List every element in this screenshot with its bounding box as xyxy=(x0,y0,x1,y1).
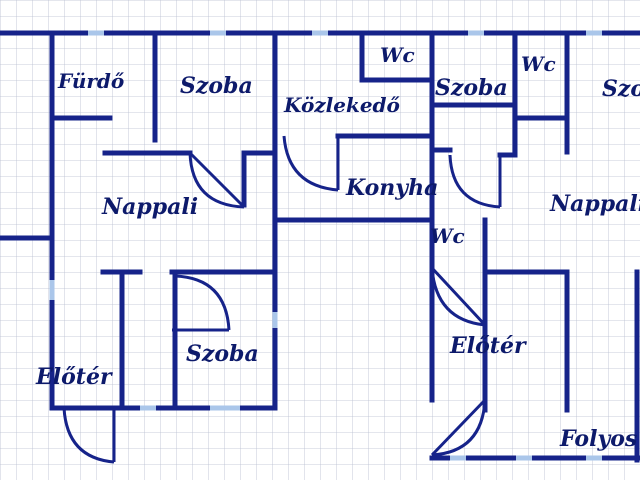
room-label-kozlekedo: Közlekedő xyxy=(283,93,401,117)
walls xyxy=(0,30,640,463)
room-label-nappali-left: Nappali xyxy=(101,194,198,220)
room-label-furdo: Fürdő xyxy=(57,69,125,93)
room-label-szoba-bottom: Szoba xyxy=(186,341,259,367)
room-label-szoba-top-left: Szoba xyxy=(180,73,253,99)
door-eloter-left xyxy=(62,407,116,464)
windows xyxy=(49,30,602,461)
door-szoba-bottom xyxy=(172,274,231,332)
door-szoba-top-left xyxy=(188,151,246,209)
room-label-konyha: Konyha xyxy=(345,175,438,201)
door-eloter-right xyxy=(430,398,487,457)
room-label-folyoso-cut: Folyos xyxy=(559,426,637,452)
room-label-szoba-top-mid: Szoba xyxy=(435,75,508,101)
room-label-wc-top-right: Wc xyxy=(521,52,556,76)
room-label-eloter-right: Előtér xyxy=(449,333,527,359)
room-label-nappali-right: Nappali xyxy=(549,191,640,217)
room-labels: Fürdő Szoba Közlekedő Wc Szoba Wc Szo Na… xyxy=(35,43,640,452)
door-wc-mid xyxy=(430,266,487,327)
door-szoba-mid xyxy=(448,154,502,209)
doors xyxy=(62,135,502,464)
room-label-wc-mid: Wc xyxy=(430,224,465,248)
room-label-szoba-right-cut: Szo xyxy=(602,76,640,102)
room-label-eloter-left: Előtér xyxy=(35,364,113,390)
room-label-wc-top: Wc xyxy=(380,43,415,67)
door-kozlekedo xyxy=(282,135,340,192)
